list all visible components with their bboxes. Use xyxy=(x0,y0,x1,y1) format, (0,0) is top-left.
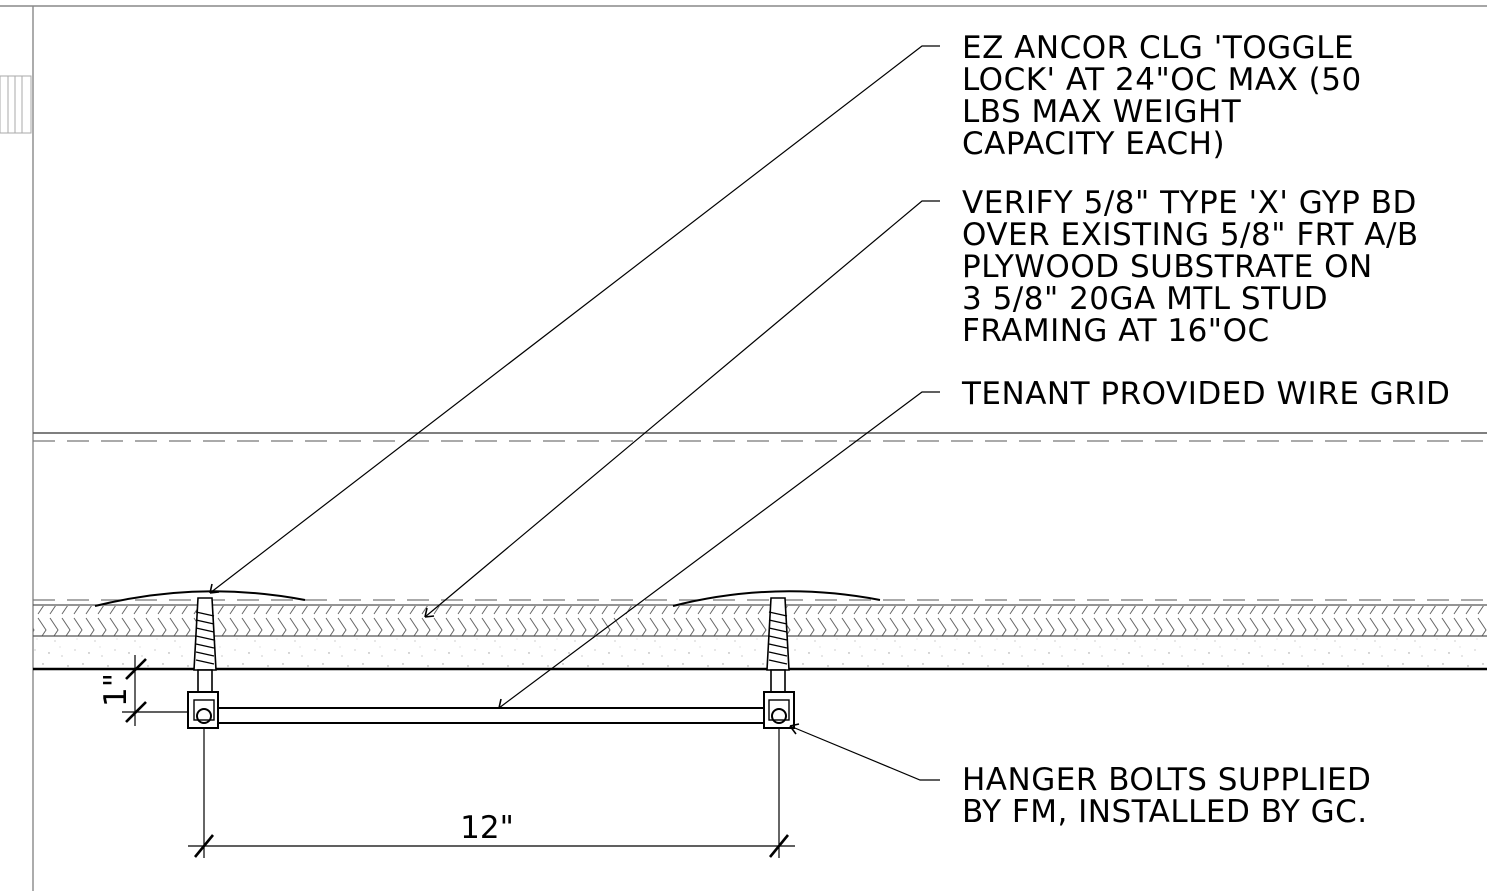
note-line: BY FM, INSTALLED BY GC. xyxy=(962,794,1368,830)
sheet-border xyxy=(0,5,1487,891)
note-line: 3 5/8" 20GA MTL STUD xyxy=(962,281,1328,317)
dimension-1in-label: 1" xyxy=(98,673,134,707)
note-line: OVER EXISTING 5/8" FRT A/B xyxy=(962,217,1419,253)
note-line: PLYWOOD SUBSTRATE ON xyxy=(962,249,1373,285)
toggle-arc-left xyxy=(94,590,306,607)
dimension-12in-label: 12" xyxy=(460,810,514,846)
note-gyp-bd: VERIFY 5/8" TYPE 'X' GYP BD OVER EXISTIN… xyxy=(962,185,1419,349)
leader-wire-grid xyxy=(498,391,940,709)
wire-grid xyxy=(218,707,764,724)
adjacent-detail-fragment xyxy=(0,75,32,134)
hanger-bracket-right xyxy=(763,691,795,729)
note-line: LBS MAX WEIGHT xyxy=(962,94,1242,130)
toggle-lock-anchor-right xyxy=(766,597,790,693)
note-line: VERIFY 5/8" TYPE 'X' GYP BD xyxy=(962,185,1417,221)
note-wire-grid: TENANT PROVIDED WIRE GRID xyxy=(961,376,1450,412)
hanger-bracket-left xyxy=(187,691,219,729)
note-line: TENANT PROVIDED WIRE GRID xyxy=(961,376,1450,412)
leader-gyp-bd xyxy=(424,200,940,618)
dimension-12in xyxy=(188,728,795,858)
toggle-lock-anchor-left xyxy=(193,597,217,693)
leader-hanger-bolts xyxy=(789,723,940,781)
note-toggle-lock: EZ ANCOR CLG 'TOGGLE LOCK' AT 24"OC MAX … xyxy=(962,30,1362,162)
ceiling-assembly xyxy=(33,599,1487,671)
note-line: HANGER BOLTS SUPPLIED xyxy=(962,762,1371,798)
note-line: EZ ANCOR CLG 'TOGGLE xyxy=(962,30,1354,66)
note-hanger-bolts: HANGER BOLTS SUPPLIED BY FM, INSTALLED B… xyxy=(962,762,1371,830)
note-line: CAPACITY EACH) xyxy=(962,126,1225,162)
toggle-arc-right xyxy=(672,590,881,607)
dimension-1in xyxy=(122,655,190,726)
note-line: FRAMING AT 16"OC xyxy=(962,313,1270,349)
upper-structure-lines xyxy=(33,432,1487,442)
leader-toggle-lock xyxy=(209,45,940,594)
note-line: LOCK' AT 24"OC MAX (50 xyxy=(962,62,1362,98)
